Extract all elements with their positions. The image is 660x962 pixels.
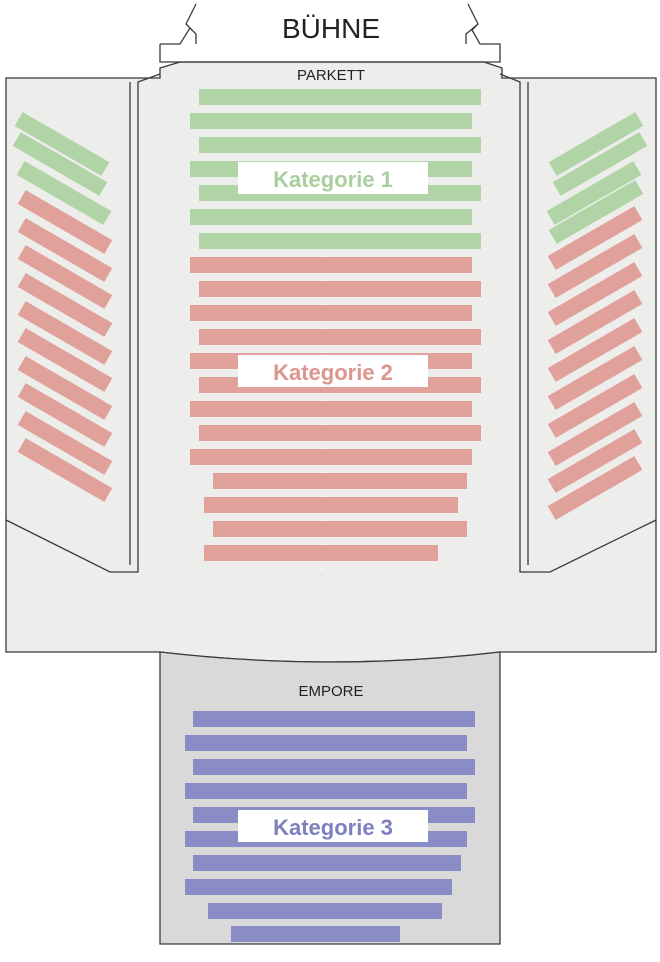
right-side-row	[547, 234, 643, 298]
empore-row	[193, 711, 475, 727]
left-side-row	[17, 301, 113, 365]
parkett-label: PARKETT	[297, 67, 365, 84]
parkett-row	[199, 329, 481, 345]
right-side-row	[552, 132, 648, 196]
empore-row	[208, 903, 442, 919]
right-side-row	[547, 374, 643, 438]
parkett-row	[190, 113, 472, 129]
right-side-row	[547, 318, 643, 382]
empore-label: EMPORE	[298, 683, 363, 700]
left-side-row	[17, 273, 113, 337]
category-label-2-box	[238, 355, 428, 387]
parkett-row	[199, 89, 481, 105]
parkett-row	[213, 521, 467, 537]
parkett-row	[190, 305, 472, 321]
right-wall	[499, 73, 657, 573]
empore-row	[185, 879, 452, 895]
parkett-row	[190, 449, 472, 465]
right-side-row	[547, 262, 643, 326]
empore-row	[185, 783, 467, 799]
empore-row	[193, 855, 461, 871]
parkett-row	[199, 137, 481, 153]
parkett-row	[190, 401, 472, 417]
empore-row	[231, 926, 400, 942]
right-side-row	[546, 161, 642, 225]
right-side-row	[547, 456, 643, 520]
right-side-row	[547, 346, 643, 410]
left-side-row	[17, 190, 113, 254]
right-side-row	[548, 112, 644, 176]
empore-row	[193, 759, 475, 775]
category-label-1: Kategorie 1	[238, 162, 428, 194]
left-side-row	[14, 112, 110, 176]
right-side-row	[547, 402, 643, 466]
category-label-1-text: Kategorie 1	[273, 167, 393, 192]
right-side-row	[547, 290, 643, 354]
left-wall	[5, 73, 161, 573]
seat-rows	[12, 89, 648, 942]
category-label-3-text: Kategorie 3	[273, 815, 393, 840]
right-side-row	[547, 429, 643, 493]
right-side-row	[548, 180, 644, 244]
right-side-row	[547, 206, 643, 270]
empore-row	[185, 735, 467, 751]
stage: BÜHNE	[159, 3, 501, 63]
category-label-1-box	[238, 162, 428, 194]
parkett-row	[213, 473, 467, 489]
category-label-3-box	[238, 810, 428, 842]
left-side-row	[17, 411, 113, 475]
parkett-row	[199, 233, 481, 249]
parkett-row	[204, 545, 438, 561]
stage-outline	[159, 3, 501, 63]
category-label-2: Kategorie 2	[238, 355, 428, 387]
left-side-row	[17, 438, 113, 502]
parkett-row	[190, 257, 472, 273]
category-label-3: Kategorie 3	[238, 810, 428, 842]
left-side-row	[17, 245, 113, 309]
left-side-row	[16, 161, 112, 225]
parkett-row	[204, 497, 458, 513]
left-side-row	[17, 328, 113, 392]
parkett-row	[199, 281, 481, 297]
left-side-row	[12, 132, 108, 196]
left-side-row	[17, 218, 113, 282]
left-side-row	[17, 383, 113, 447]
category-label-2-text: Kategorie 2	[273, 360, 393, 385]
stage-label: BÜHNE	[282, 13, 380, 44]
parkett-row	[190, 209, 472, 225]
left-side-row	[17, 356, 113, 420]
parkett-row	[199, 425, 481, 441]
